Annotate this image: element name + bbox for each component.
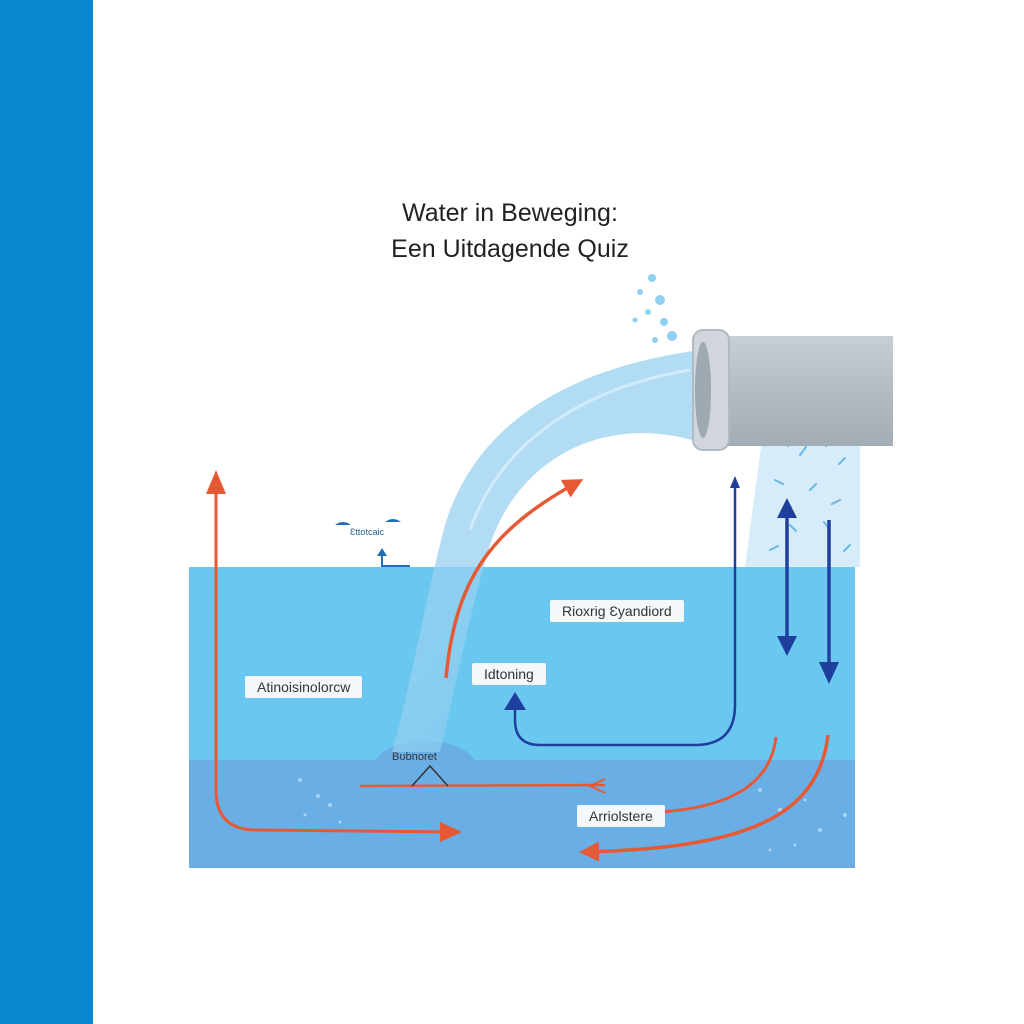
arrow-left-up-head [206,470,226,494]
title-line-2: Een Uitdagende Quiz [391,235,629,263]
pipe-body [718,336,893,446]
label-left: Atinoisinolorcw [245,676,363,698]
stream-highlight [468,368,691,531]
bottom-label-pointer [411,764,449,787]
arrow-right-return-outer [579,734,830,862]
arrow-left-loop [214,478,459,834]
sidebar-stripe [0,0,93,1024]
arrow-blue-double-down-head [777,636,797,656]
water-stream [392,350,708,752]
surface-label: Ɛttotcaic [350,527,384,537]
pipe-opening [695,342,711,438]
pipe-waterfall [745,420,860,567]
arrow-blue-return-head [504,692,526,710]
arrow-blue-down-head [819,662,839,684]
splash-droplets [632,274,677,343]
label-bottom-right: Arriolstere [577,805,665,827]
arrow-blue-return-top-head [730,476,740,488]
arrow-left-loop-head [440,822,462,842]
title-line-1: Water in Beweging: [402,199,618,227]
label-center: Idtoning [472,663,546,685]
arrow-stream-rise [444,479,584,679]
water-lower-layer [189,760,855,868]
arrow-bottom-left [359,783,606,788]
arrow-right-return-inner [659,736,778,814]
label-bottom-small: Bʊbnoret [392,751,437,763]
page-title: Water in Beweging: Een Uitdagende Quiz [300,195,720,267]
surface-marker-icon [335,519,410,567]
arrow-blue-return [513,482,737,747]
arrow-bottom-left-head [587,778,606,794]
arrow-blue-double-up-head [777,498,797,518]
label-upper-right: Rioxrig Ɛyandiord [550,600,684,622]
bubbles [298,778,847,852]
